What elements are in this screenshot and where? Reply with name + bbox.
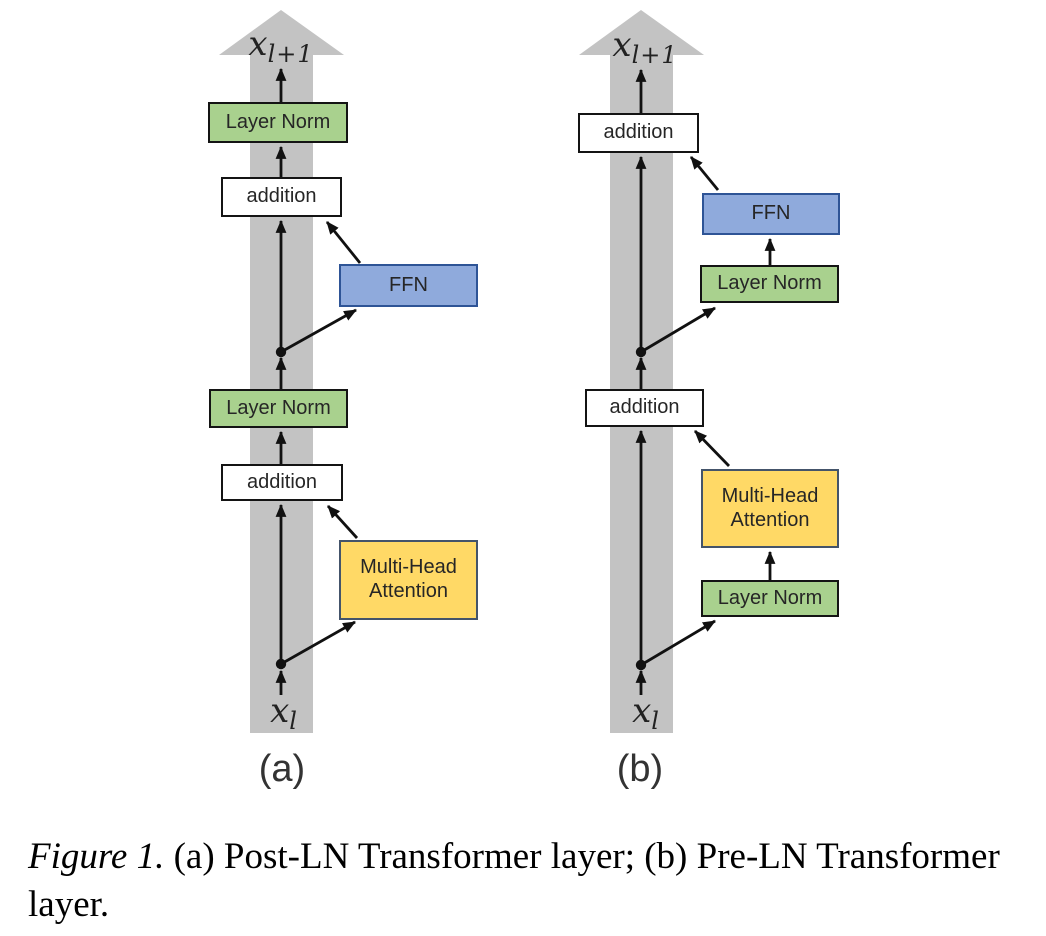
addition-top-box-b: addition xyxy=(578,113,699,153)
branch-dot-upper-a xyxy=(275,346,287,358)
figure-caption-text-line2: layer. xyxy=(28,884,110,926)
output-label-a: xl+1 xyxy=(248,24,313,68)
layer-norm-lower-box-b: Layer Norm xyxy=(701,580,839,617)
layer-norm-upper-box-b: Layer Norm xyxy=(700,265,839,303)
arrow-ffn-to-addition-b xyxy=(689,156,720,191)
layer-norm-top-box-a: Layer Norm xyxy=(208,102,348,143)
math-subscript: l xyxy=(289,707,298,735)
arrow-attention-to-addition-a xyxy=(326,505,359,539)
arrow-ffn-to-addition-a xyxy=(325,221,362,264)
arrow-attention-to-addition-b xyxy=(693,430,731,467)
math-subscript: l+1 xyxy=(267,40,314,68)
figure-caption: Figure 1. (a) Post-LN Transformer layer;… xyxy=(28,833,1033,929)
addition-bottom-box-a: addition xyxy=(221,464,343,501)
branch-dot-lower-b xyxy=(635,659,647,671)
panel-label-a: (a) xyxy=(258,748,306,790)
math-base: x xyxy=(248,24,268,64)
panel-label-b: (b) xyxy=(616,748,664,790)
arrow-branch-to-ffn-a xyxy=(280,308,357,354)
input-label-a: xl xyxy=(270,691,298,735)
math-subscript: l xyxy=(651,707,660,735)
arrow-branch-to-layernorm-upper-b xyxy=(640,306,716,354)
multi-head-attention-box-a: Multi-Head Attention xyxy=(339,540,478,620)
figure-caption-text-line1: (a) Post-LN Transformer layer; (b) Pre-L… xyxy=(164,836,1000,877)
residual-band-arrowhead-b xyxy=(579,10,704,55)
arrow-branch-to-attention-a xyxy=(280,620,356,666)
residual-band-arrowhead-a xyxy=(219,10,344,55)
flow-arrows-b xyxy=(635,68,776,695)
math-base: x xyxy=(612,25,632,65)
flow-arrows-a xyxy=(275,67,362,695)
ffn-box-a: FFN xyxy=(339,264,478,307)
layer-norm-mid-box-a: Layer Norm xyxy=(209,389,348,428)
multi-head-attention-box-b: Multi-Head Attention xyxy=(701,469,839,548)
addition-top-box-a: addition xyxy=(221,177,342,217)
output-label-b: xl+1 xyxy=(612,25,677,69)
branch-dot-upper-b xyxy=(635,346,647,358)
branch-dot-lower-a xyxy=(275,658,287,670)
arrow-branch-to-layernorm-lower-b xyxy=(640,619,716,667)
math-base: x xyxy=(632,691,652,731)
math-subscript: l+1 xyxy=(631,41,678,69)
figure-caption-number: Figure 1. xyxy=(28,836,165,877)
input-label-b: xl xyxy=(632,691,660,735)
ffn-box-b: FFN xyxy=(702,193,840,235)
addition-bottom-box-b: addition xyxy=(585,389,704,427)
math-base: x xyxy=(270,691,290,731)
